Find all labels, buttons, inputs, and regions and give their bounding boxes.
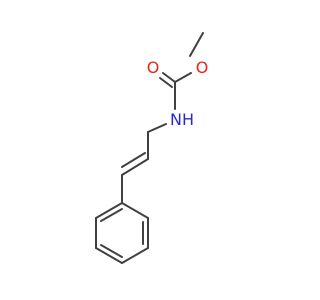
structure-canvas: O O NH xyxy=(95,32,209,264)
ring-inner-bond-2 xyxy=(100,244,123,258)
ring-bond-4 xyxy=(95,247,123,264)
ester-oxygen-label: O xyxy=(196,58,209,77)
bond-carbonyl-double-2 xyxy=(159,77,173,88)
carbonyl-oxygen-label: O xyxy=(147,58,160,77)
ring-bond-6 xyxy=(95,202,123,219)
amide-nitrogen-label: NH xyxy=(170,110,194,129)
ring-bond-3 xyxy=(121,247,149,264)
ring-bond-1 xyxy=(121,202,149,219)
bond-alkene-double-1 xyxy=(121,158,149,176)
bond-carbonyl-double-1 xyxy=(162,72,176,83)
bond-methyl-ester-oxygen xyxy=(189,32,204,57)
molecule-structure: O O NH xyxy=(95,32,209,264)
ring-inner-bond-3 xyxy=(100,208,123,222)
bond-ester-oxygen-carbonyl xyxy=(174,72,192,83)
bond-nitrogen-methylene xyxy=(147,123,167,133)
bond-alkene-double-2 xyxy=(121,152,146,168)
